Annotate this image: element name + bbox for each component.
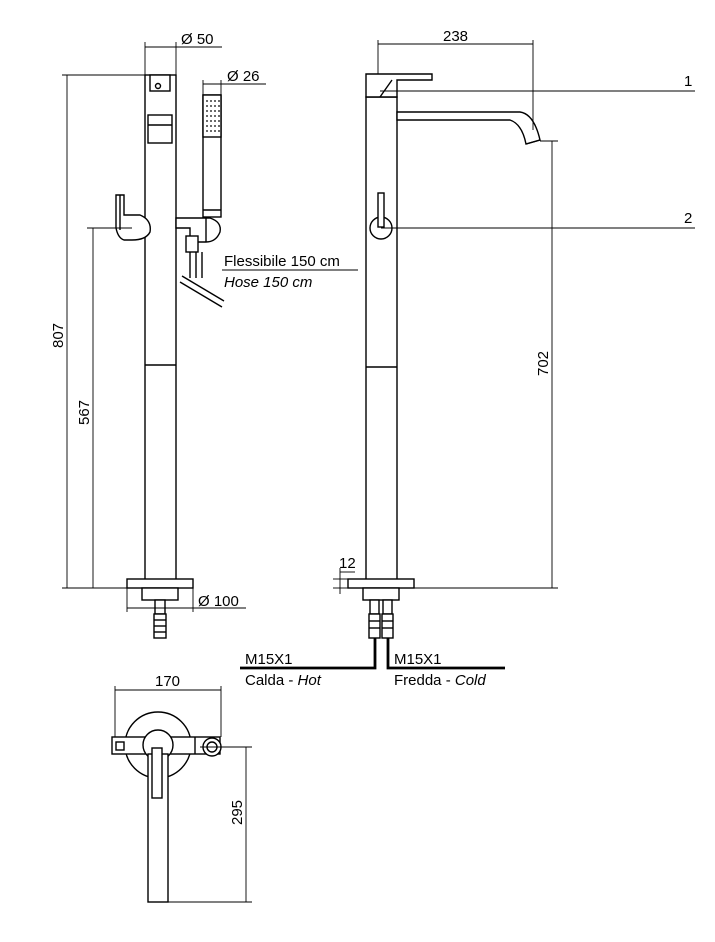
- dim-top-width: 170: [155, 673, 180, 690]
- thread-cold: M15X1: [394, 651, 442, 668]
- front-view: Ø 50 Ø 26 807 567 Ø 100 Flessibile 150 c…: [50, 31, 358, 639]
- dim-spout-diameter: Ø 50: [181, 31, 214, 48]
- side-view: 238 1 2 702 12 M15X1 Calda - Hot M15X1 F…: [240, 28, 695, 689]
- mixer-handle: [115, 194, 151, 241]
- dim-spout-height: 702: [535, 351, 552, 376]
- side-lever: [365, 73, 433, 98]
- top-view: 170 295: [111, 673, 252, 903]
- supply-cold-label: Fredda - Cold: [394, 672, 486, 689]
- side-column: [365, 96, 398, 586]
- diverter-button: [147, 114, 173, 144]
- side-base: [347, 578, 415, 589]
- callout-2: 2: [684, 210, 692, 227]
- callout-1: 1: [684, 73, 692, 90]
- dim-projection: 238: [443, 28, 468, 45]
- front-base: [126, 578, 194, 589]
- dim-base-diameter: Ø 100: [198, 593, 239, 610]
- dim-shower-diameter: Ø 26: [227, 68, 260, 85]
- spout: [396, 111, 541, 145]
- dim-handle-height: 567: [76, 400, 93, 425]
- dim-base-thickness: 12: [339, 555, 356, 572]
- dim-total-height: 807: [50, 323, 67, 348]
- shower-nozzle-grid: [206, 100, 220, 132]
- top-lever: [151, 747, 163, 799]
- supply-hot-label: Calda - Hot: [245, 672, 322, 689]
- thread-hot: M15X1: [245, 651, 293, 668]
- dim-top-depth: 295: [229, 800, 246, 825]
- hose-label-it: Flessibile 150 cm: [224, 253, 340, 270]
- hose-label-en: Hose 150 cm: [224, 274, 312, 291]
- front-column: [144, 74, 177, 586]
